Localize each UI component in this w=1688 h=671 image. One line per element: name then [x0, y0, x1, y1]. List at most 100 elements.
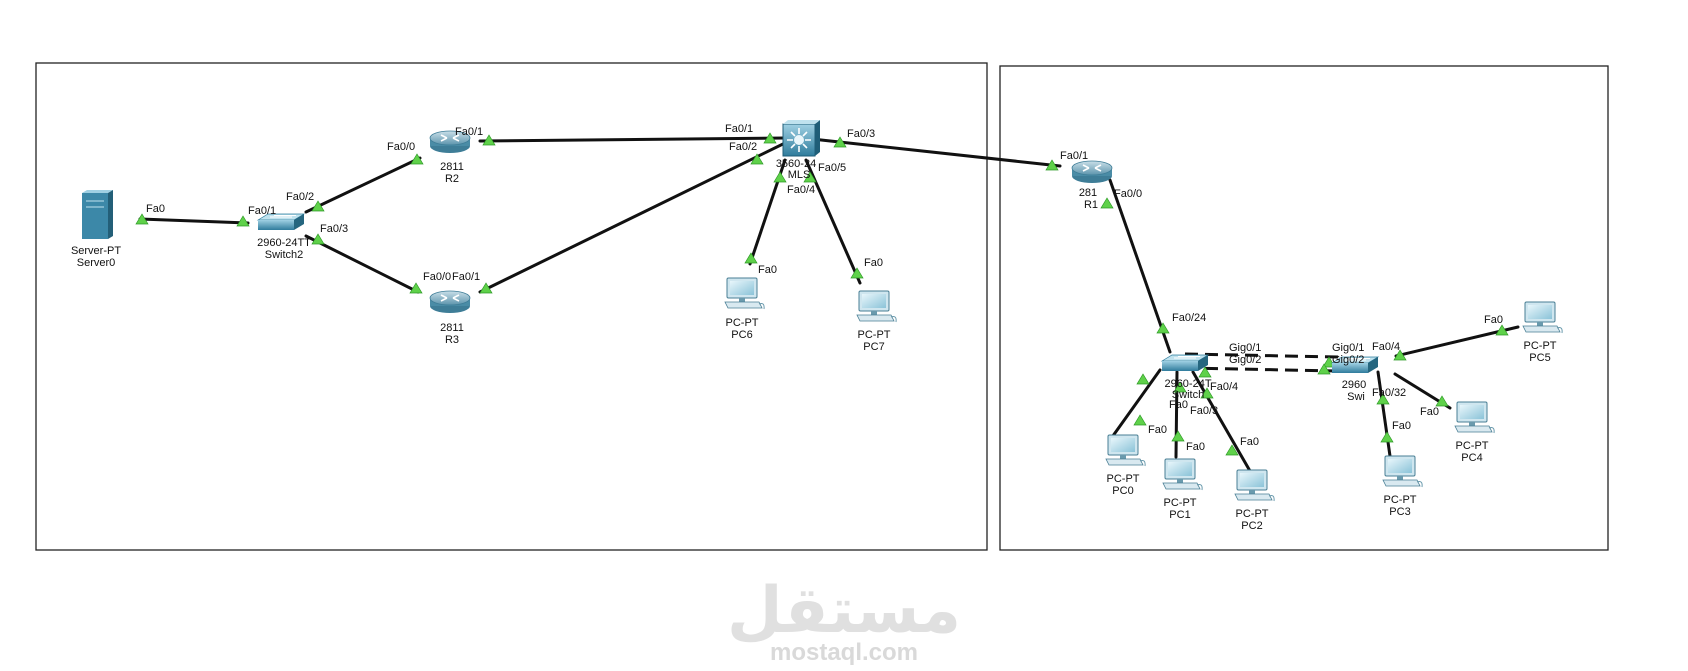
pc6-device[interactable]: PC-PT PC6	[724, 277, 765, 341]
port-label: Fa0/4	[787, 184, 815, 196]
port-label: Fa0	[1240, 436, 1259, 448]
link-swi-pc3[interactable]	[1376, 370, 1392, 458]
port-label: Fa0	[758, 264, 777, 276]
pc-icon	[1105, 434, 1146, 467]
port-label: Fa0	[864, 257, 883, 269]
port-label: Gig0/1	[1332, 342, 1364, 354]
link-switch2-r3[interactable]	[304, 234, 420, 294]
link-r2-mls[interactable]	[478, 136, 787, 143]
port-label: Fa0/3	[1190, 405, 1218, 417]
multilayer-switch-icon	[782, 119, 821, 157]
port-label: Fa0/0	[423, 271, 451, 283]
pc-icon	[856, 290, 897, 323]
port-label: Gig0/1	[1229, 342, 1261, 354]
mls-device[interactable]: 3560-24 MLS	[776, 119, 821, 181]
device-model: 281	[1079, 187, 1097, 199]
pc4-device[interactable]: PC-PT PC4	[1454, 401, 1495, 464]
right-network-area	[999, 65, 1609, 551]
link-r3-mls[interactable]	[478, 141, 787, 294]
pc5-device[interactable]: PC-PT PC5	[1522, 301, 1563, 364]
link-r1-switch[interactable]	[1108, 178, 1172, 354]
r3-device[interactable]: 2811 R3	[429, 290, 471, 346]
pc-icon	[1522, 301, 1563, 334]
port-label: Fa0/3	[1372, 387, 1400, 399]
r2-device[interactable]: 2811 R2	[429, 130, 471, 185]
port-label: Fa0/0	[387, 141, 415, 153]
port-label: Fa0/1	[452, 271, 480, 283]
link-switch-pc2[interactable]	[1191, 370, 1252, 473]
server0-device[interactable]: Server-PT Server0	[71, 189, 121, 269]
device-name: R3	[445, 334, 459, 346]
port-labels: Fa0 Fa0/1 Fa0/2 Fa0/3 Fa0/0 Fa0/1 Fa0/0 …	[146, 123, 1503, 453]
device-name: Swi	[1347, 391, 1365, 403]
device-model: 3560-24	[776, 158, 816, 170]
pc2-device[interactable]: PC-PT PC2	[1234, 469, 1275, 532]
port-label: Fa0/5	[818, 162, 846, 174]
device-name: R1	[1084, 199, 1098, 211]
device-name: PC0	[1112, 485, 1133, 497]
pc-icon	[1234, 469, 1275, 502]
device-model: PC-PT	[1164, 497, 1197, 509]
watermark-latin: mostaql.com	[770, 639, 918, 666]
link-switch-pc0[interactable]	[1108, 368, 1162, 442]
port-label: Fa0/1	[248, 205, 276, 217]
link-mls-r1[interactable]	[810, 137, 1062, 168]
port-label: Fa0/0	[1114, 188, 1142, 200]
device-model: PC-PT	[1456, 440, 1489, 452]
link-switch-pc1[interactable]	[1174, 370, 1179, 459]
port-label: Gig0/2	[1332, 354, 1364, 366]
link-gig01[interactable]	[1184, 352, 1339, 359]
port-label: Gig0/2	[1229, 354, 1261, 366]
pc-icon	[1162, 458, 1203, 491]
device-model: 2811	[440, 161, 464, 173]
port-label: Fa0/4	[1372, 341, 1400, 353]
pc1-device[interactable]: PC-PT PC1	[1162, 458, 1203, 521]
device-name: Switch	[1172, 389, 1204, 401]
swi-device[interactable]: 2960 Swi	[1331, 356, 1379, 403]
left-network-area	[35, 62, 988, 551]
link-switch2-r2[interactable]	[304, 156, 422, 214]
device-name: PC3	[1389, 506, 1410, 518]
port-label: Fa0/24	[1172, 312, 1206, 324]
device-model: PC-PT	[1236, 508, 1269, 520]
device-model: 2811	[440, 322, 464, 334]
device-model: Server-PT	[71, 245, 121, 257]
device-name: Server0	[77, 257, 116, 269]
device-name: PC2	[1241, 520, 1262, 532]
router-icon	[429, 290, 471, 314]
pc-icon	[1454, 401, 1495, 434]
device-model: PC-PT	[1384, 494, 1417, 506]
device-name: PC7	[863, 341, 884, 353]
device-name: PC5	[1529, 352, 1550, 364]
port-label: Fa0/2	[729, 141, 757, 153]
router-icon	[1071, 160, 1113, 184]
device-model: PC-PT	[858, 329, 891, 341]
port-label: Fa0/1	[725, 123, 753, 135]
port-label: Fa0/2	[286, 191, 314, 203]
r1-device[interactable]: 281 R1	[1071, 160, 1113, 211]
device-name: Switch2	[265, 249, 304, 261]
device-name: MLS	[788, 169, 811, 181]
watermark-arabic: مستقل	[727, 574, 961, 648]
switch2-device[interactable]: 2960-24TT Switch2	[257, 213, 311, 261]
device-name: PC1	[1169, 509, 1190, 521]
pc7-device[interactable]: PC-PT PC7	[856, 290, 897, 353]
device-model: PC-PT	[726, 317, 759, 329]
port-indicators	[135, 132, 1509, 456]
device-model: 2960-24TT	[257, 237, 311, 249]
port-label: Fa0	[1420, 406, 1439, 418]
port-label: 2	[1400, 387, 1406, 399]
port-label: Fa0/1	[455, 126, 483, 138]
pc-icon	[1382, 455, 1423, 488]
device-model: 2960-24T	[1164, 378, 1211, 390]
pc0-device[interactable]: PC-PT PC0	[1105, 434, 1146, 497]
switch-device[interactable]: 2960-24T Switch	[1161, 354, 1212, 401]
pc3-device[interactable]: PC-PT PC3	[1382, 455, 1423, 518]
device-name: R2	[445, 173, 459, 185]
link-gig02[interactable]	[1184, 366, 1339, 373]
port-label: Fa0/1	[1060, 150, 1088, 162]
link-server0-switch2[interactable]	[138, 217, 250, 225]
device-model: PC-PT	[1107, 473, 1140, 485]
switch-icon	[1161, 354, 1209, 372]
